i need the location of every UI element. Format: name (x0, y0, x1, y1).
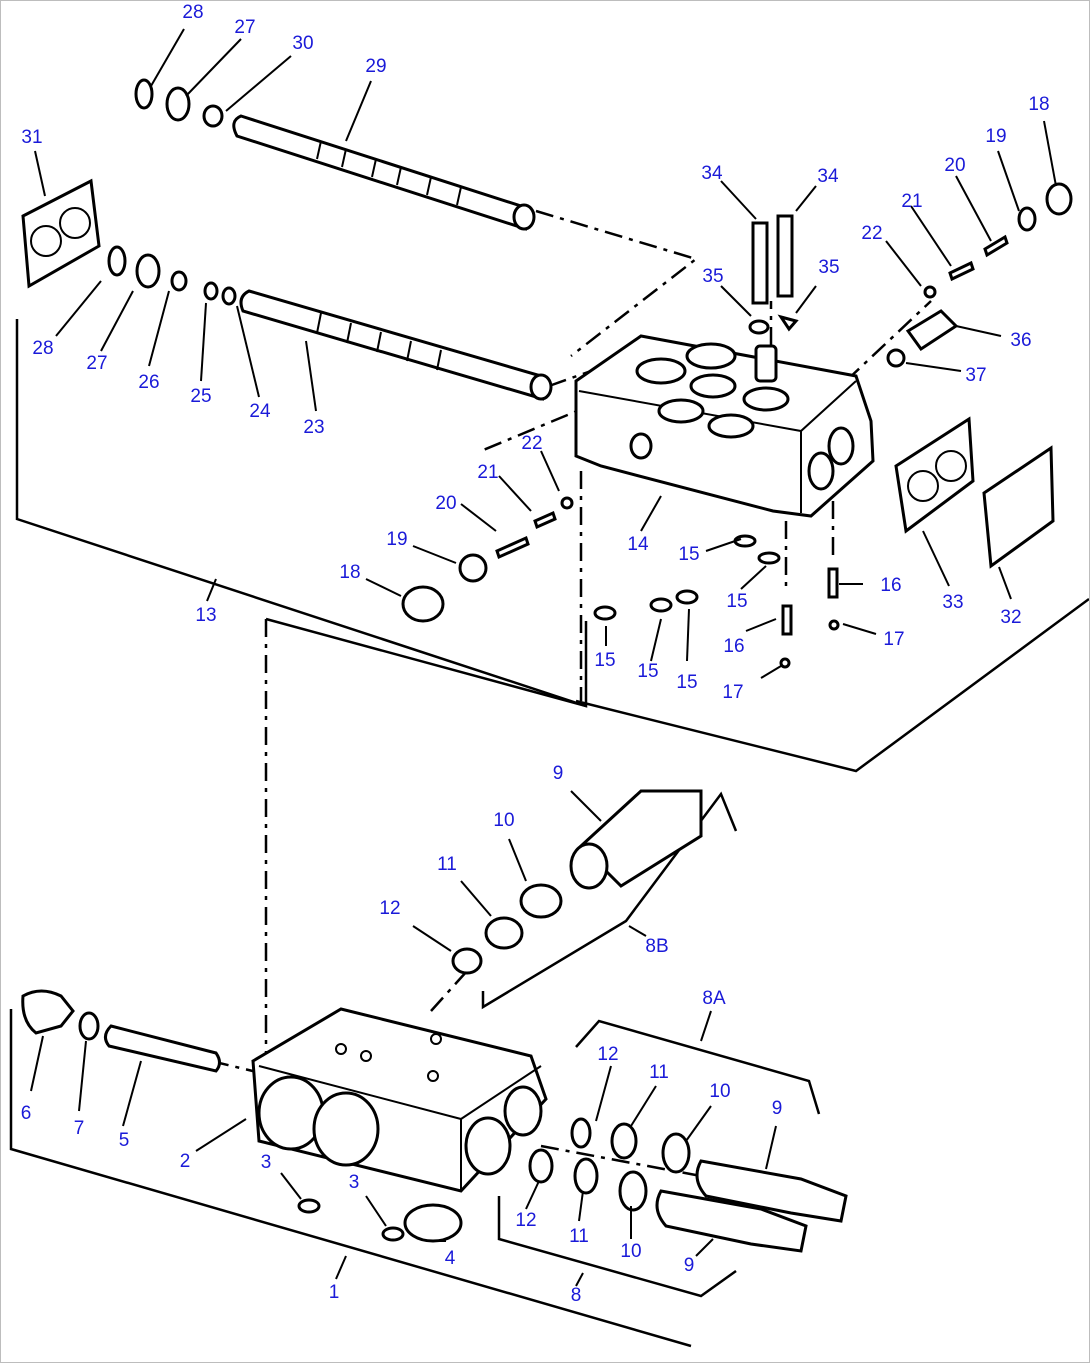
cover-plate-32 (982, 445, 1055, 569)
callout-label: 9 (553, 763, 564, 784)
callout-label: 18 (1028, 94, 1049, 115)
callout-label: 19 (386, 529, 407, 550)
callout-label: 17 (883, 629, 904, 650)
callout-label: 4 (445, 1248, 456, 1269)
callout-label: 27 (234, 17, 255, 38)
callout-label: 11 (437, 854, 457, 875)
callout-label: 14 (627, 534, 649, 555)
callout-label: 35 (702, 266, 723, 287)
callout-label: 33 (942, 592, 963, 613)
upper-valve-body (574, 334, 875, 518)
callout-label: 15 (676, 672, 697, 693)
callout-label: 12 (597, 1044, 618, 1065)
callout-label: 25 (190, 386, 211, 407)
callout-label: 18 (339, 562, 360, 583)
callout-label: 26 (138, 372, 159, 393)
lower-valve-body (251, 1007, 548, 1193)
callout-label: 28 (32, 338, 53, 359)
callout-label: 17 (722, 682, 743, 703)
callout-label: 13 (195, 605, 216, 626)
callout-label: 1 (329, 1282, 340, 1303)
callout-label: 8B (645, 936, 668, 957)
callout-label: 5 (119, 1130, 130, 1151)
callout-label: 3 (261, 1152, 272, 1173)
spool-23 (239, 289, 553, 401)
callout-label: 10 (709, 1081, 730, 1102)
callout-label: 10 (493, 810, 514, 831)
callout-label: 8A (702, 988, 726, 1009)
callout-label: 28 (182, 2, 203, 23)
callout-label: 22 (521, 433, 542, 454)
callout-label: 2 (180, 1151, 191, 1172)
callout-label: 19 (985, 126, 1006, 147)
upper-small-parts (107, 78, 1073, 669)
callout-label: 16 (880, 575, 901, 596)
callout-labels: 1 2 3 3 4 5 6 7 8 8A 8B 9 9 9 10 10 10 1… (21, 2, 1050, 1306)
group-frame-8A (575, 1019, 821, 1115)
callout-label: 22 (861, 223, 882, 244)
callout-label: 35 (818, 257, 839, 278)
callout-label: 27 (86, 353, 107, 374)
callout-label: 8 (571, 1285, 582, 1306)
spool-29 (232, 114, 536, 231)
callout-label: 11 (569, 1226, 589, 1247)
callout-label: 30 (292, 33, 313, 54)
relief-valve-8B (451, 789, 703, 975)
callout-label: 7 (74, 1118, 85, 1139)
callout-label: 9 (684, 1255, 695, 1276)
callout-label: 37 (965, 365, 986, 386)
callout-label: 24 (249, 401, 271, 422)
callout-label: 6 (21, 1103, 32, 1124)
callout-label: 3 (349, 1172, 360, 1193)
callout-label: 36 (1010, 330, 1031, 351)
callout-label: 10 (620, 1241, 641, 1262)
callout-label: 20 (944, 155, 965, 176)
callout-label: 15 (637, 661, 658, 682)
callout-label: 29 (365, 56, 386, 77)
callout-label: 23 (303, 417, 324, 438)
callout-label: 15 (726, 591, 747, 612)
gasket-33 (894, 416, 975, 534)
callout-label: 34 (817, 166, 839, 187)
callout-label: 31 (21, 127, 42, 148)
leader-lines (30, 28, 1057, 1287)
callout-label: 21 (901, 191, 922, 212)
group-frame-8 (497, 1196, 737, 1298)
callout-label: 12 (379, 898, 400, 919)
callout-label: 32 (1000, 607, 1021, 628)
group-frame-13 (15, 319, 1089, 773)
callout-label: 9 (772, 1098, 783, 1119)
lower-small-parts (21, 989, 848, 1253)
callout-label: 20 (435, 493, 456, 514)
callout-label: 16 (723, 636, 744, 657)
group-frame-8B (481, 791, 738, 1010)
callout-label: 11 (649, 1062, 669, 1083)
callout-label: 12 (515, 1210, 536, 1231)
callout-label: 15 (678, 544, 699, 565)
callout-label: 21 (477, 462, 498, 483)
callout-label: 34 (701, 163, 723, 184)
gasket-31 (21, 178, 101, 289)
group-frame-1 (9, 1009, 692, 1348)
callout-label: 15 (594, 650, 615, 671)
